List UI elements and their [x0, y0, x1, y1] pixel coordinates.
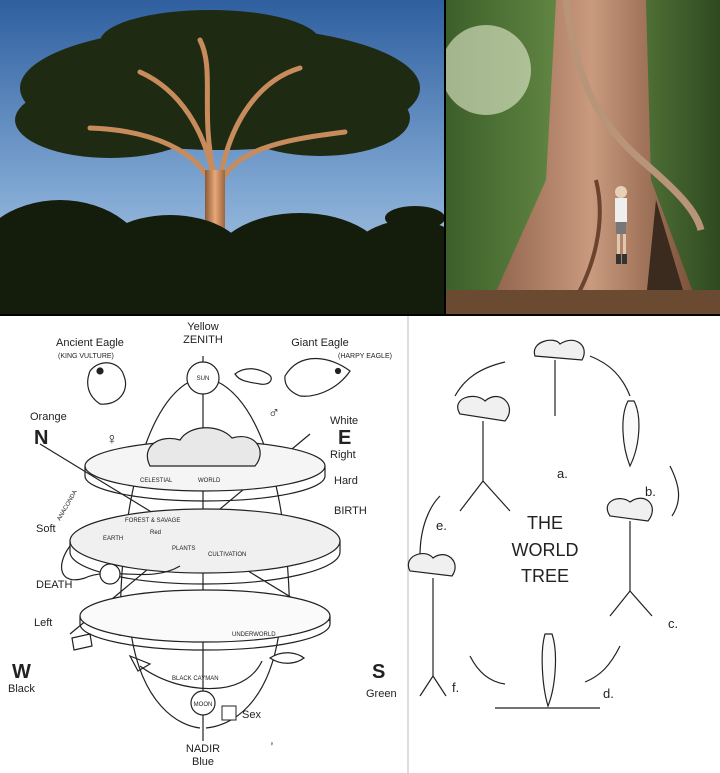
soft-label: Soft	[36, 523, 56, 535]
sex-symbol-icon	[221, 705, 237, 721]
skull-icon	[99, 563, 121, 585]
birth-label: BIRTH	[334, 505, 367, 517]
photo-giant-buttress-tree	[446, 0, 720, 314]
plants-label: PLANTS	[172, 546, 195, 552]
east-letter: E	[338, 427, 351, 449]
photo-kapok-tree-canopy	[0, 0, 444, 314]
west-side: Left	[34, 617, 52, 629]
male-symbol-icon: ♂	[268, 405, 280, 422]
world-tree-title-world: WORLD	[512, 540, 579, 560]
female-symbol-icon: ♀	[269, 741, 274, 748]
person-figure	[615, 186, 627, 264]
giant-eagle-label: Giant Eagle	[291, 337, 348, 349]
stage-d-label: d.	[603, 686, 614, 701]
west-letter: W	[12, 661, 31, 683]
forest-savage-label: FOREST & SAVAGE	[125, 518, 180, 524]
stage-e-label: e.	[436, 518, 447, 533]
nadir-color: Blue	[192, 756, 214, 768]
cultivation-label: CULTIVATION	[208, 552, 246, 558]
cosmology-drawing: ♀ ♀ ♂ Yellow ZENITH SUN Ancient Eagle (K…	[8, 316, 680, 773]
world-label: WORLD	[198, 478, 221, 484]
hard-label: Hard	[334, 475, 358, 487]
fish-icon	[268, 652, 306, 664]
red-label: Red	[150, 530, 161, 536]
harpy-eagle-icon	[284, 357, 351, 397]
earth-label: EARTH	[103, 536, 123, 542]
zenith-color: Yellow	[187, 321, 218, 333]
north-color: Orange	[30, 411, 67, 423]
nadir-label: NADIR	[186, 743, 220, 755]
world-tree-cycle	[407, 339, 680, 709]
ancient-eagle-label: Ancient Eagle	[56, 337, 124, 349]
vulture-icon	[87, 362, 127, 405]
world-tree-title-tree: TREE	[521, 566, 569, 586]
east-color: White	[330, 415, 358, 427]
underworld-label: UNDERWORLD	[232, 632, 276, 638]
king-vulture-label: (KING VULTURE)	[58, 353, 114, 360]
stage-a-label: a.	[557, 466, 568, 481]
harpy-eagle-label: (HARPY EAGLE)	[338, 353, 392, 360]
south-color: Green	[366, 688, 397, 700]
stage-f-label: f.	[452, 680, 459, 695]
east-side: Right	[330, 449, 356, 461]
world-tree-title-the: THE	[527, 513, 563, 533]
celestial-label: CELESTIAL	[140, 478, 173, 484]
west-color: Black	[8, 683, 35, 695]
stage-b-label: b.	[645, 484, 656, 499]
sun-label: SUN	[197, 376, 210, 382]
moon-label: MOON	[194, 702, 213, 708]
kapok-tree-illustration	[0, 0, 444, 314]
anaconda-label: ANACONDA	[57, 490, 79, 522]
zenith-label: ZENITH	[183, 334, 223, 346]
hand-icon	[71, 633, 93, 651]
sex-label: Sex	[242, 709, 261, 721]
north-letter: N	[34, 427, 48, 449]
south-letter: S	[372, 661, 385, 683]
female-symbol-icon: ♀	[106, 431, 118, 448]
buttress-tree-illustration	[446, 0, 720, 314]
death-label: DEATH	[36, 579, 73, 591]
bird-icon	[234, 368, 272, 385]
stage-c-label: c.	[668, 616, 678, 631]
cosmology-drawing-panel: ♀ ♀ ♂ Yellow ZENITH SUN Ancient Eagle (K…	[0, 316, 720, 773]
black-cayman-label: BLACK CAYMAN	[172, 676, 219, 682]
